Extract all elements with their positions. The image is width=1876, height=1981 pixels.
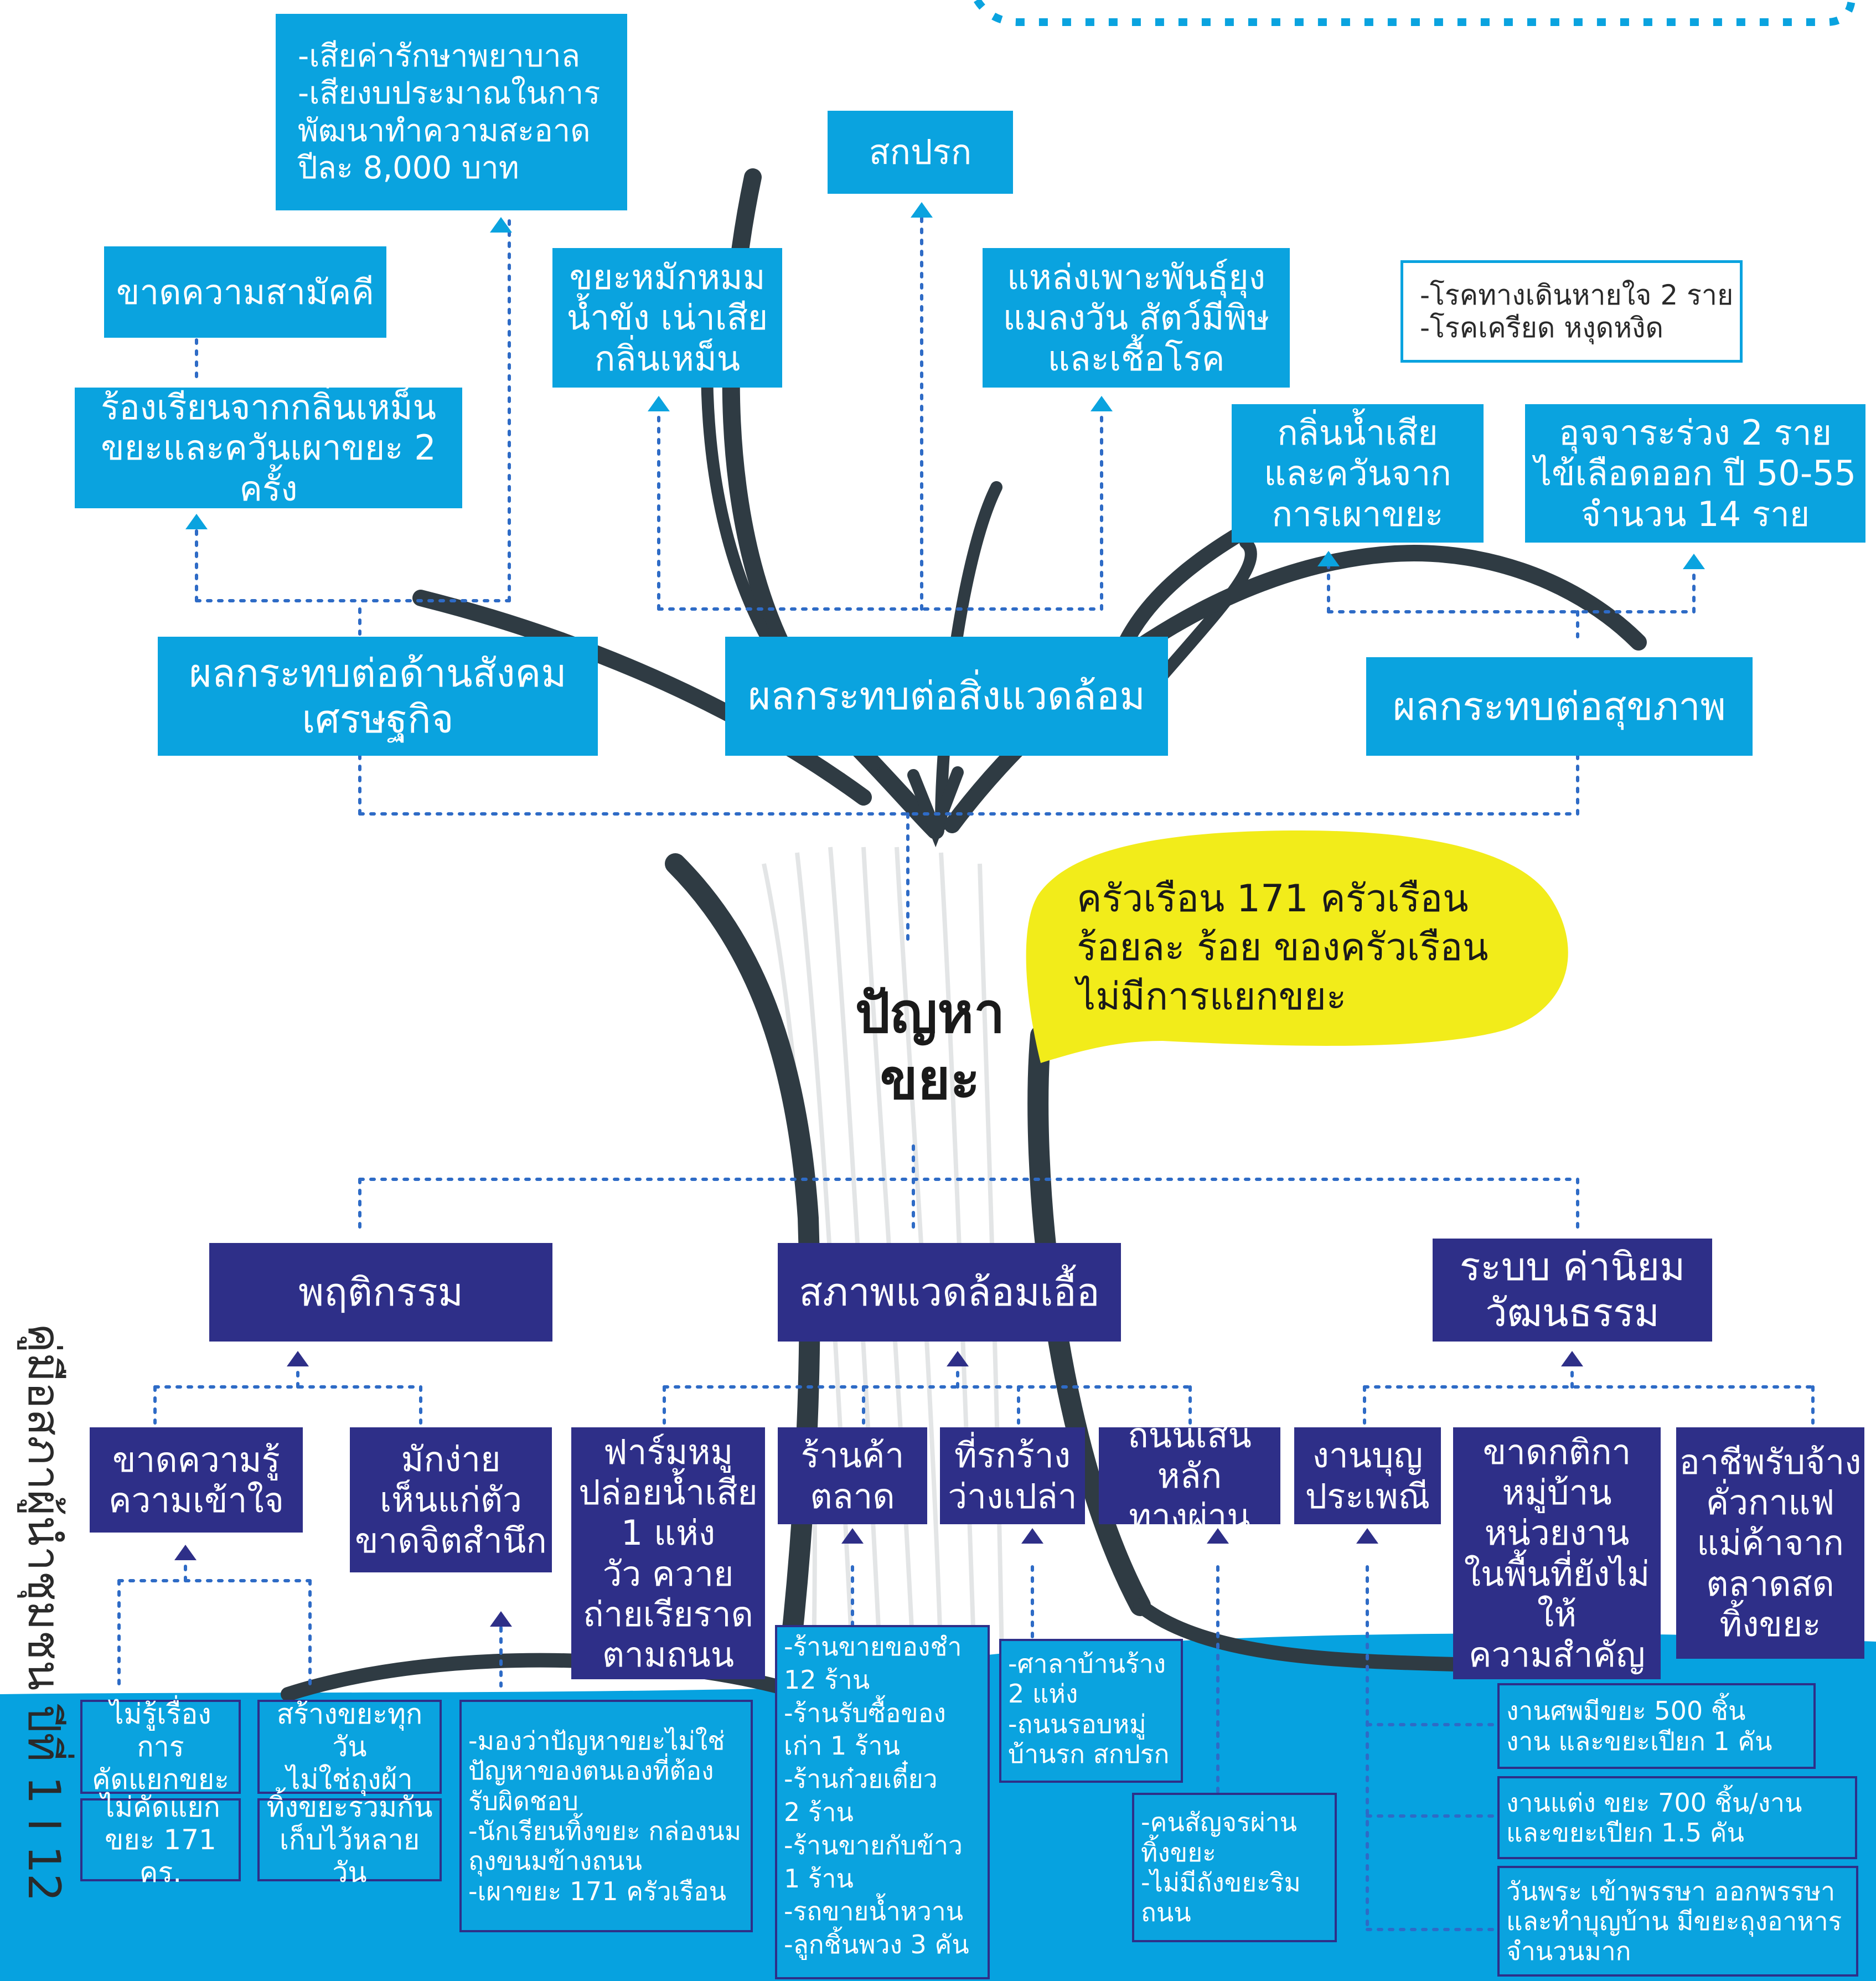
rotting-waste-box: ขยะหมักหมม น้ำขัง เน่าเสีย กลิ่นเหม็น: [552, 248, 782, 388]
market-box: ร้านค้า ตลาด: [778, 1427, 927, 1524]
arrow-heads-navy: [174, 1351, 1583, 1627]
callout-bubble: [1026, 830, 1568, 1063]
impact-health: ผลกระทบต่อสุขภาพ: [1366, 657, 1753, 756]
lack-knowledge-box: ขาดความรู้ ความเข้าใจ: [90, 1427, 303, 1533]
cause-system: ระบบ ค่านิยม วัฒนธรรม: [1433, 1239, 1712, 1342]
dotted-connectors: [117, 203, 1815, 1931]
social-cost-box: -เสียค่ารักษาพยาบาล -เสียงบประมาณในการ พ…: [276, 14, 627, 210]
diseases-box: -โรคทางเดินหายใจ 2 ราย -โรคเครียด หงุดหง…: [1400, 260, 1743, 363]
complaints-box: ร้องเรียนจากกลิ่นเหม็น ขยะและควันเผาขยะ …: [75, 387, 462, 509]
decorative-dotted-frame: [974, 0, 1856, 26]
wedding-box: งานแต่ง ขยะ 700 ชิ้น/งาน และขยะเปียก 1.5…: [1497, 1776, 1857, 1859]
buddhist-day-box: วันพระ เข้าพรรษา ออกพรรษา และทำบุญบ้าน ม…: [1497, 1866, 1858, 1977]
festival-box: งานบุญ ประเพณี: [1294, 1427, 1441, 1524]
smell-smoke-box: กลิ่นน้ำเสีย และควันจาก การเผาขยะ: [1232, 404, 1484, 543]
no-sort-box: ไม่คัดแยก ขยะ 171 คร.: [80, 1791, 241, 1889]
lack-unity-box: ขาดความสามัคคี: [104, 246, 386, 338]
dirty-box: สกปรก: [828, 111, 1013, 194]
vendors-box: อาชีพรับจ้าง คั่วกาแฟ แม่ค้าจาก ตลาดสด ท…: [1676, 1427, 1864, 1659]
impact-environment: ผลกระทบต่อสิ่งแวดล้อม: [725, 637, 1168, 756]
dont-know-sorting-box: ไม่รู้เรื่องการ คัดแยกขยะ: [80, 1698, 241, 1796]
no-rules-box: ขาดกติกา หมู่บ้าน หน่วยงาน ในพื้นที่ยังไ…: [1453, 1427, 1661, 1679]
callout-text: ครัวเรือน 171 ครัวเรือน ร้อยละ ร้อย ของค…: [1077, 877, 1489, 1019]
shops-list-box: -ร้านขายของชำ 12 ร้าน -ร้านรับซื้อของ เก…: [775, 1625, 990, 1979]
arrow-heads: [185, 202, 1705, 569]
cause-environment: สภาพแวดล้อมเอื้อ: [778, 1243, 1121, 1342]
pig-farm-box: ฟาร์มหมู ปล่อยน้ำเสีย 1 แห่ง วัว ควาย ถ่…: [571, 1427, 765, 1679]
cause-behavior: พฤติกรรม: [209, 1243, 552, 1342]
abandoned-box: -ศาลาบ้านร้าง 2 แห่ง -ถนนรอบหมู่ บ้านรก …: [999, 1639, 1183, 1783]
impact-social-economic: ผลกระทบต่อด้านสังคม เศรษฐกิจ: [158, 637, 598, 756]
trunk-arrow-head: [907, 766, 964, 848]
attitude-box: -มองว่าปัญหาขยะไม่ใช่ ปัญหาของตนเองที่ต้…: [459, 1700, 753, 1932]
create-waste-box: สร้างขยะทุกวัน ไม่ใช่ถุงผ้า: [257, 1698, 442, 1796]
breeding-ground-box: แหล่งเพาะพันธุ์ยุง แมลงวัน สัตว์มีพิษ แล…: [983, 248, 1290, 388]
problem-title: ปัญหา ขยะ: [855, 981, 1005, 1112]
funeral-box: งานศพมีขยะ 500 ชิ้น งาน และขยะเปียก 1 คั…: [1497, 1683, 1816, 1769]
side-footer-label: คู่มือสภาผู้นำชุมชน ปีที่ 1 I 12: [18, 1323, 70, 1902]
passersby-box: -คนสัญจรผ่าน ทิ้งขยะ -ไม่มีถังขยะริม ถนน: [1132, 1793, 1337, 1942]
vacant-land-box: ที่รกร้าง ว่างเปล่า: [940, 1427, 1085, 1524]
careless-box: มักง่าย เห็นแก่ตัว ขาดจิตสำนึก: [350, 1427, 552, 1572]
pile-waste-box: ทิ้งขยะรวมกัน เก็บไว้หลายวัน: [257, 1791, 442, 1889]
main-road-box: ถนนเส้นหลัก ทางผ่าน: [1099, 1415, 1280, 1536]
diarrhea-box: อุจจาระร่วง 2 ราย ไข้เลือดออก ปี 50-55 จ…: [1525, 404, 1865, 543]
